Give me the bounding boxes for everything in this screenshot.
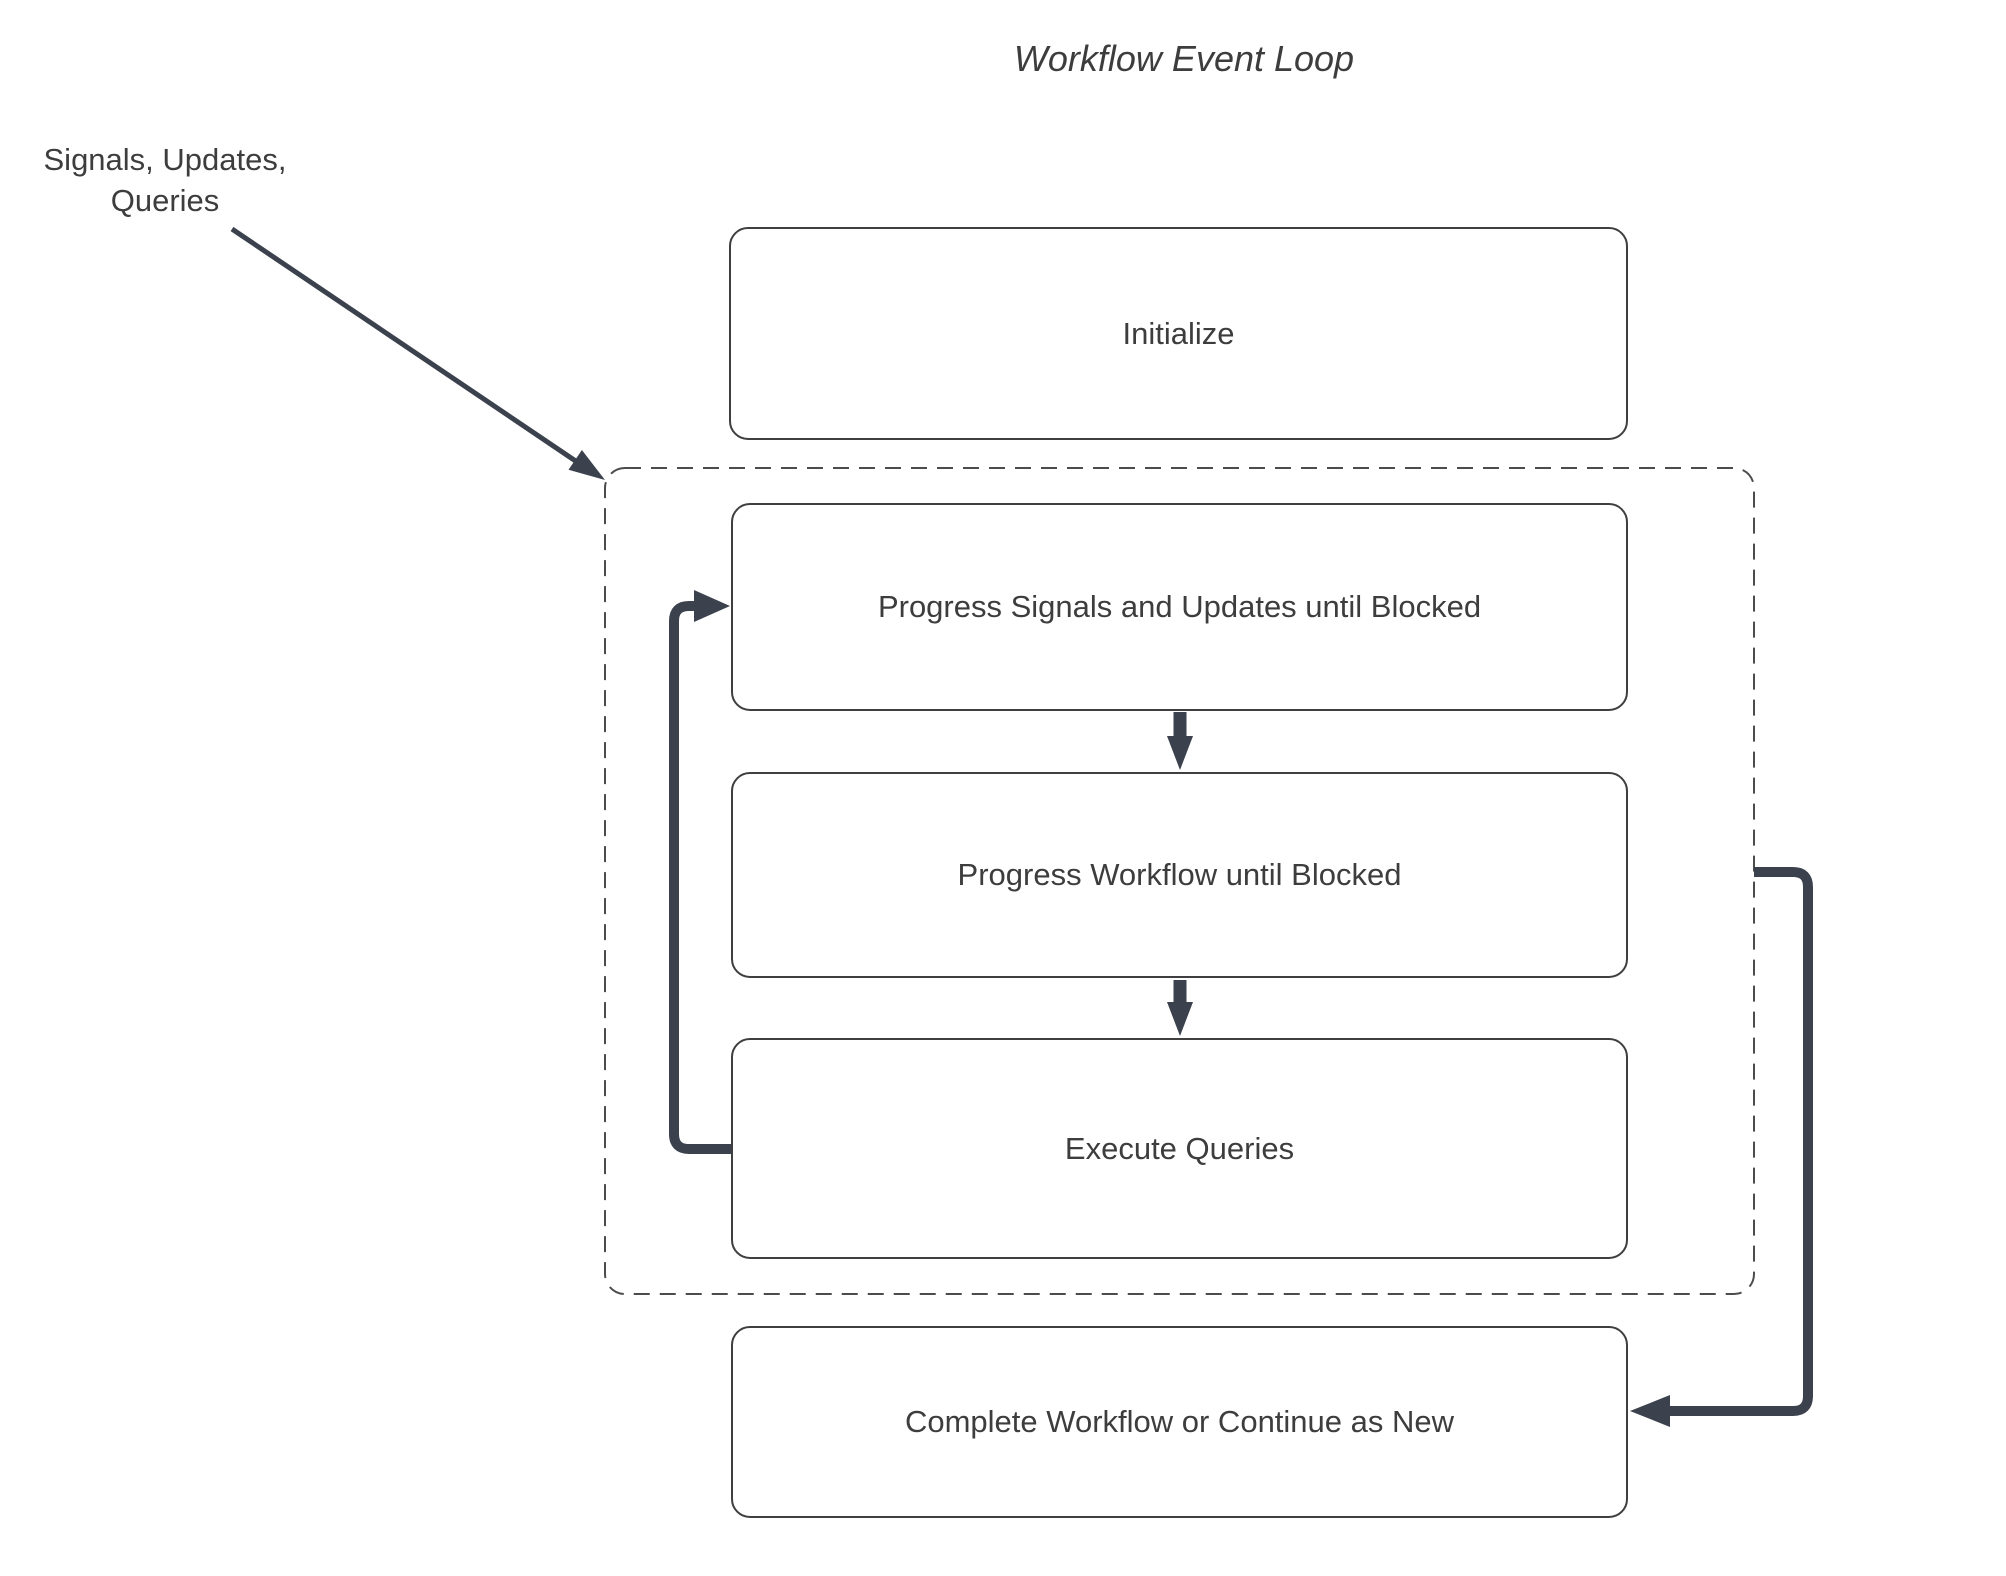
node-progress-workflow: Progress Workflow until Blocked (731, 772, 1628, 978)
node-execute-queries-label: Execute Queries (1064, 1130, 1295, 1166)
arrow-signals-to-workflow (1167, 712, 1193, 770)
node-progress-signals-updates-label: Progress Signals and Updates until Block… (877, 589, 1482, 624)
side-label-line1: Signals, Updates, (43, 142, 287, 177)
arrowhead-icon (568, 450, 605, 480)
arrowhead-icon (1167, 736, 1193, 770)
node-complete-workflow: Complete Workflow or Continue as New (731, 1326, 1628, 1518)
diagram-title: Workflow Event Loop (1013, 38, 1355, 79)
arrowhead-icon (694, 590, 730, 622)
side-label-line2: Queries (110, 182, 220, 218)
arrow-loop-to-complete (1630, 867, 1813, 1427)
arrow-workflow-to-queries (1167, 980, 1193, 1036)
node-initialize-label: Initialize (1122, 315, 1235, 351)
arrow-queries-loop-back (669, 590, 731, 1154)
node-complete-workflow-label: Complete Workflow or Continue as New (904, 1404, 1455, 1439)
event-loop-dashed-container (604, 467, 1755, 1295)
node-initialize: Initialize (729, 227, 1628, 440)
node-progress-workflow-label: Progress Workflow until Blocked (957, 857, 1402, 892)
arrowhead-icon (1167, 1002, 1193, 1036)
signals-input-arrow (230, 226, 605, 480)
arrowhead-icon (1630, 1395, 1670, 1427)
node-progress-signals-updates: Progress Signals and Updates until Block… (731, 503, 1628, 711)
signals-updates-queries-label: Signals, Updates, Queries (20, 140, 310, 222)
node-execute-queries: Execute Queries (731, 1038, 1628, 1259)
